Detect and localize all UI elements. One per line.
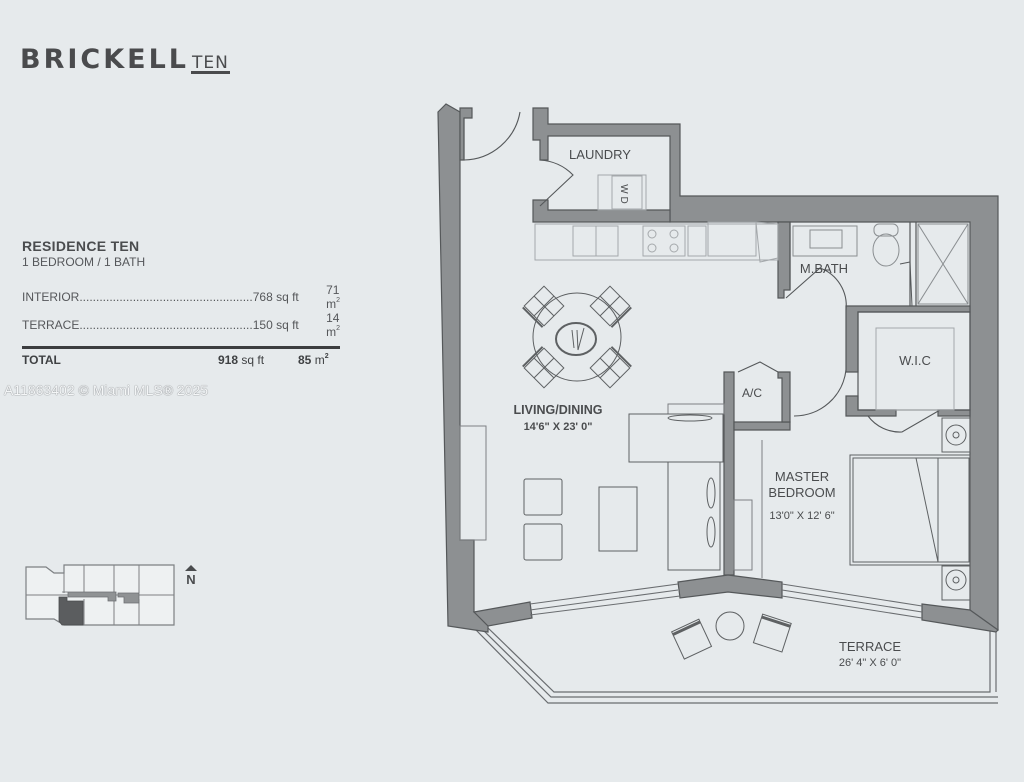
fridge-icon bbox=[707, 221, 757, 257]
media-console bbox=[459, 425, 487, 541]
dresser bbox=[733, 499, 753, 571]
total-label: TOTAL bbox=[22, 353, 61, 367]
room-label-laundry: LAUNDRY bbox=[569, 147, 631, 162]
room-dims-terrace: 26' 4" X 6' 0" bbox=[839, 657, 901, 669]
residence-type: 1 BEDROOM / 1 BATH bbox=[22, 255, 146, 269]
keyplan-corridor bbox=[62, 591, 117, 602]
cooktop-icon bbox=[642, 225, 686, 257]
walls bbox=[437, 103, 999, 633]
terrace-outline bbox=[475, 625, 998, 704]
room-label-terrace: TERRACE bbox=[839, 639, 901, 654]
area-sqft: 768 sq ft bbox=[252, 290, 299, 304]
washer-dryer-label: W D bbox=[618, 184, 629, 203]
sofa-arm bbox=[628, 413, 724, 463]
living-furniture bbox=[459, 403, 725, 571]
windows bbox=[529, 583, 923, 619]
room-label-master-bath: M.BATH bbox=[800, 261, 848, 276]
area-m2: 71 m bbox=[326, 283, 340, 311]
nightstand bbox=[941, 565, 971, 601]
room-label-wic: W.I.C bbox=[899, 353, 931, 368]
toilet-icon bbox=[872, 233, 900, 267]
bedroom-furniture bbox=[733, 417, 971, 601]
room-dims-master-bedroom: 13'0" X 12' 6" bbox=[769, 510, 834, 522]
total-divider bbox=[22, 346, 340, 349]
north-arrow-icon bbox=[185, 565, 197, 571]
room-label-master-bedroom-line2: BEDROOM bbox=[768, 485, 835, 500]
superscript: 2 bbox=[336, 297, 340, 304]
room-label-ac: A/C bbox=[742, 386, 762, 400]
residence-name: RESIDENCE TEN bbox=[22, 238, 140, 254]
room-label-master-bedroom-line1: MASTER bbox=[775, 469, 829, 484]
wic-shelf bbox=[875, 327, 955, 411]
dining-table bbox=[522, 285, 632, 389]
leader-dots: ........................................… bbox=[79, 290, 253, 304]
bed bbox=[849, 454, 971, 566]
nightstand bbox=[941, 417, 971, 453]
room-label-living-dining: LIVING/DINING bbox=[514, 403, 603, 417]
area-row-interior: INTERIOR................................… bbox=[22, 283, 340, 311]
terrace-table bbox=[715, 611, 745, 641]
keyplan-unit-highlight bbox=[58, 596, 84, 626]
terrace-furniture bbox=[670, 611, 792, 660]
area-total-row: TOTAL 918 sq ft 85 m2 bbox=[22, 353, 329, 367]
total-m2: 85 bbox=[298, 353, 312, 367]
doors bbox=[463, 111, 941, 433]
washer-dryer bbox=[597, 174, 647, 211]
north-indicator: N bbox=[185, 565, 197, 587]
pillow bbox=[706, 477, 716, 509]
residence-specs: RESIDENCE TEN 1 BEDROOM / 1 BATH INTERIO… bbox=[22, 238, 342, 367]
leader-dots: ........................................… bbox=[79, 318, 253, 332]
sofa bbox=[667, 461, 721, 571]
total-sqft: 918 bbox=[218, 353, 239, 367]
area-row-terrace: TERRACE.................................… bbox=[22, 311, 340, 339]
brand-name: BRICKELL bbox=[20, 44, 190, 75]
brand-logo: BRICKELL TEN bbox=[20, 44, 230, 75]
ottoman bbox=[523, 478, 563, 516]
area-m2: 14 m bbox=[326, 311, 340, 339]
kitchen-counter bbox=[534, 221, 779, 263]
area-label: TERRACE bbox=[22, 318, 80, 332]
superscript: 2 bbox=[336, 325, 340, 332]
shower-icon bbox=[917, 223, 969, 305]
area-label: INTERIOR bbox=[22, 290, 80, 304]
coffee-table bbox=[598, 486, 638, 552]
mls-watermark: A11863402 © Miami MLS® 2025 bbox=[4, 382, 209, 398]
area-sqft: 150 sq ft bbox=[252, 318, 299, 332]
area-table: INTERIOR................................… bbox=[22, 283, 340, 339]
north-label: N bbox=[186, 572, 196, 587]
key-plan bbox=[25, 564, 175, 626]
brand-sub: TEN bbox=[191, 53, 230, 74]
vanity-icon bbox=[792, 225, 858, 257]
room-dims-living-dining: 14'6" X 23' 0" bbox=[524, 421, 593, 433]
bath-fixtures bbox=[792, 223, 969, 307]
